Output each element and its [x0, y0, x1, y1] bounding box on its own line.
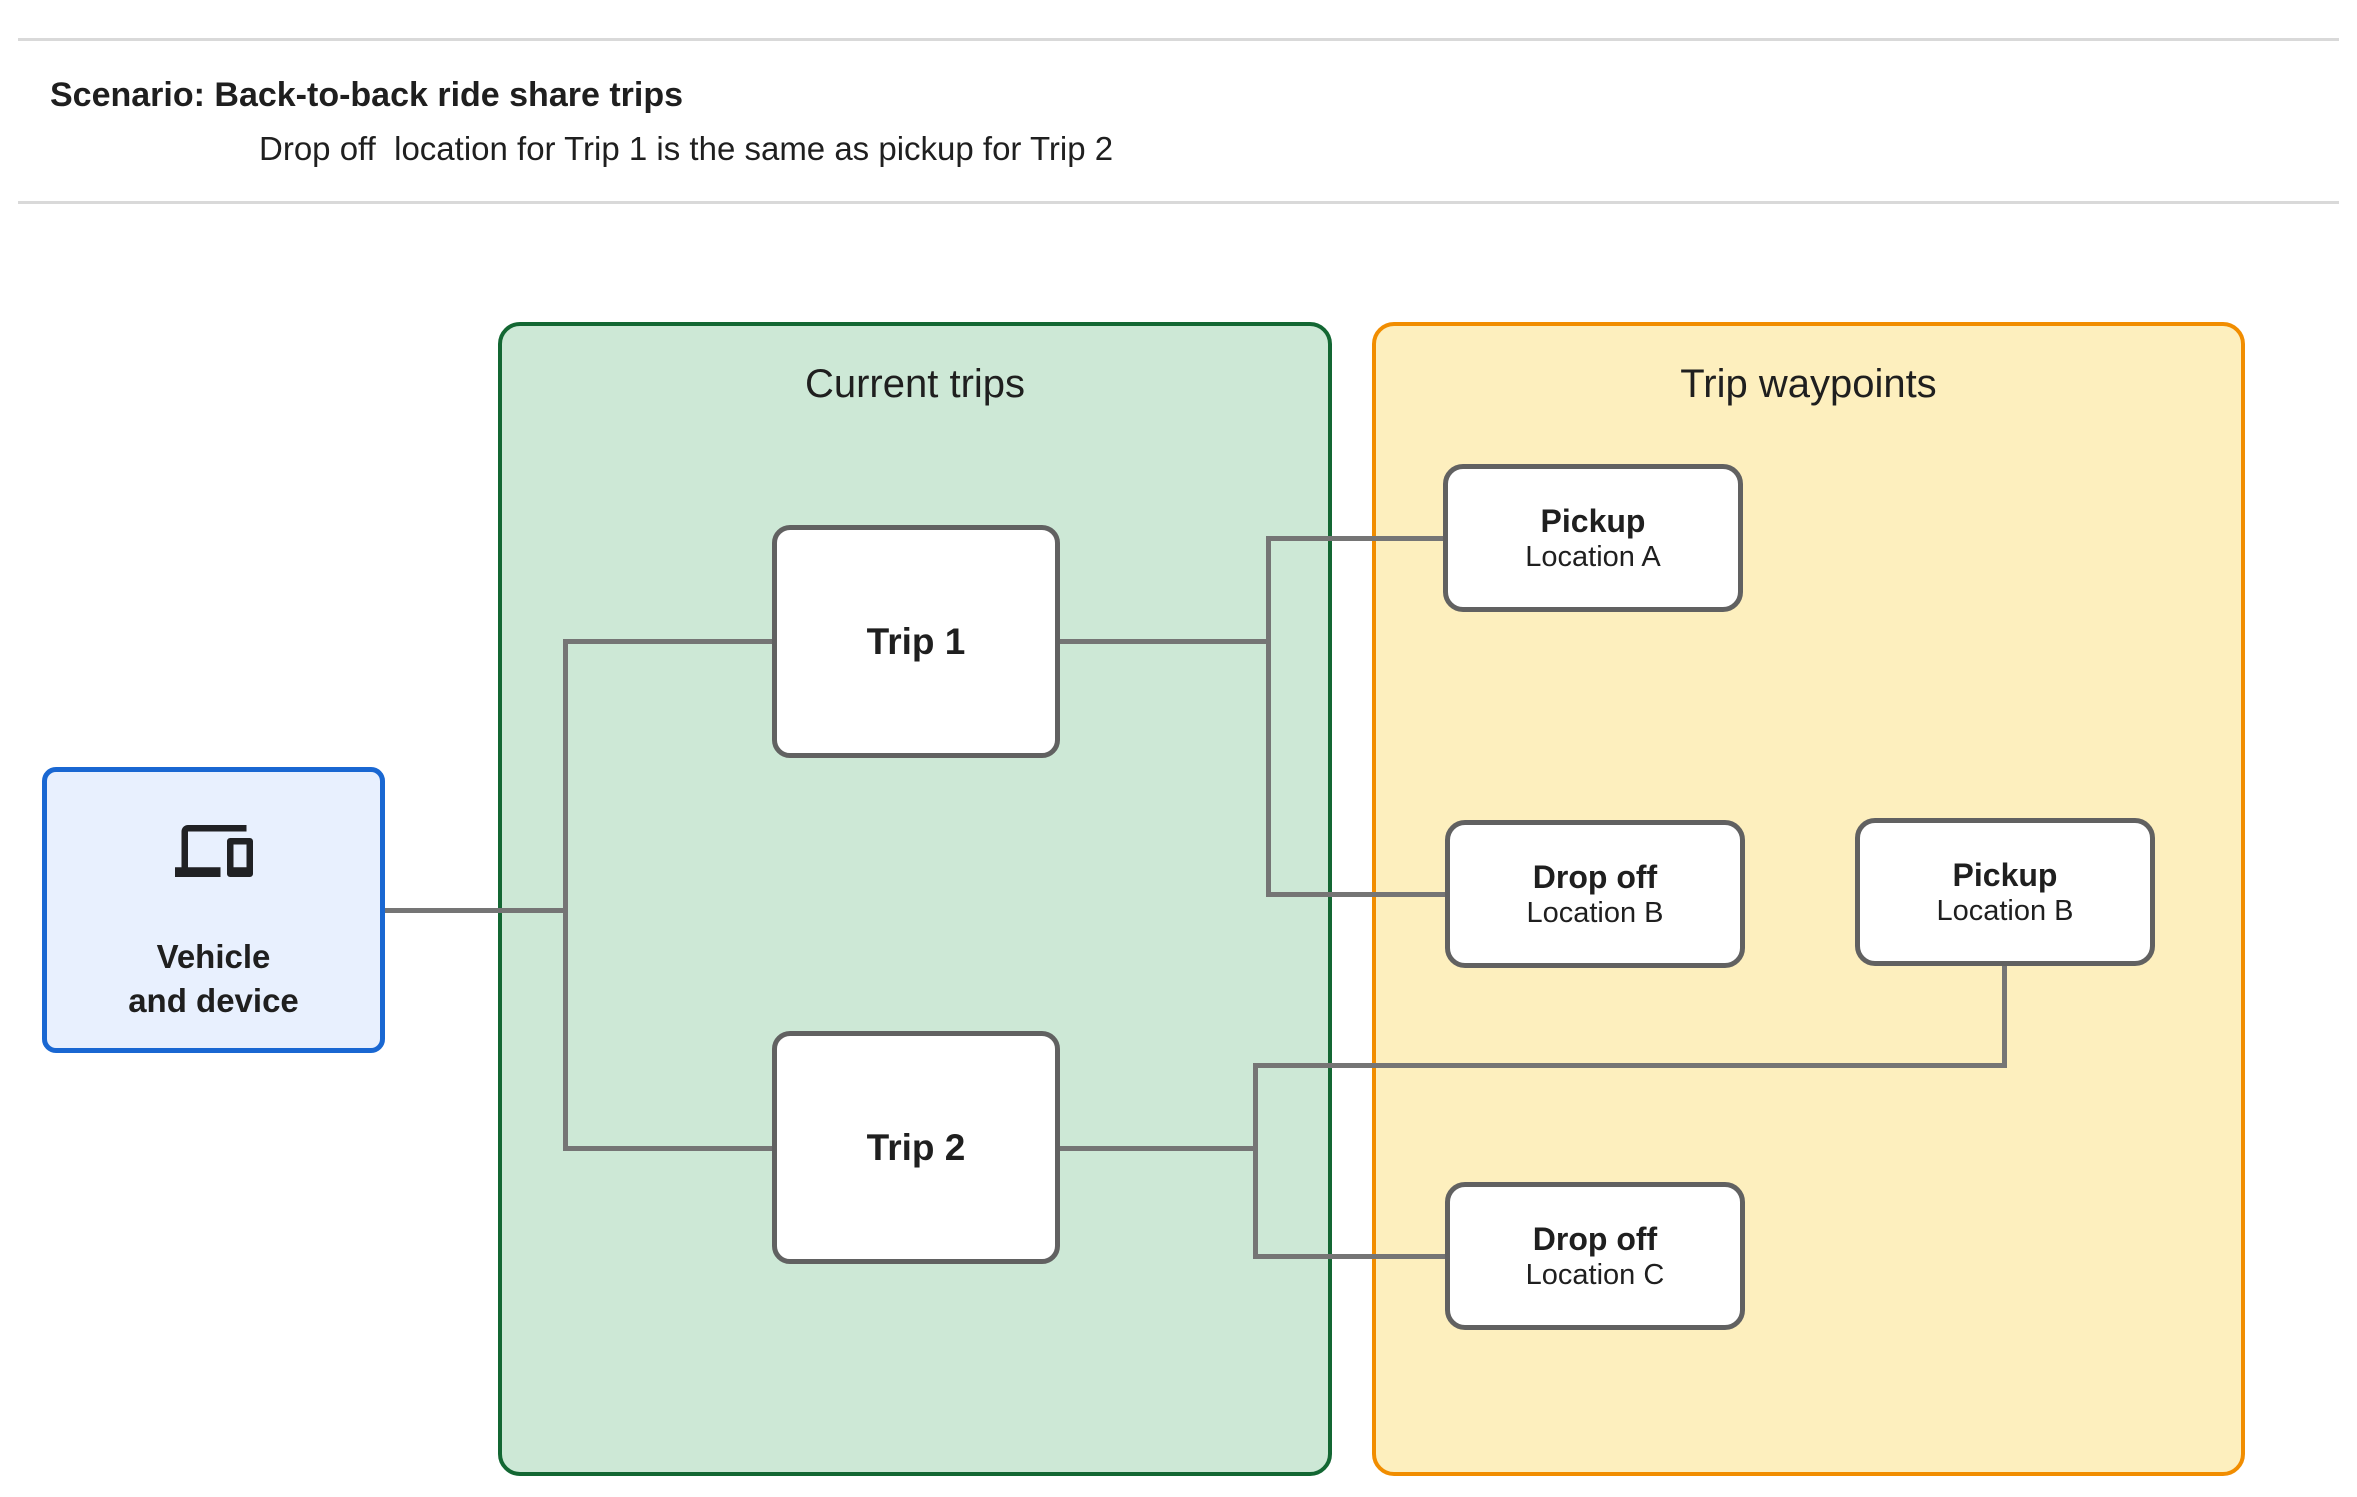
- waypoint-title: Drop off: [1532, 858, 1658, 895]
- vehicle-and-device-node: Vehicle and device: [42, 767, 385, 1053]
- connector-pickup-b-down: [2002, 962, 2007, 1068]
- devices-icon: [174, 825, 253, 877]
- vehicle-node-label-line1: Vehicle: [156, 937, 271, 975]
- waypoint-title: Pickup: [1952, 856, 2058, 893]
- connector-left-trunk: [563, 639, 568, 1151]
- waypoint-dropoff-location-b: Drop off Location B: [1445, 820, 1745, 968]
- header-divider-bottom: [18, 201, 2339, 204]
- current-trips-panel: Current trips: [498, 322, 1332, 1476]
- connector-to-trip1: [563, 639, 772, 644]
- page-title: Scenario: Back-to-back ride share trips: [50, 76, 684, 114]
- trip-waypoints-panel-title: Trip waypoints: [1680, 362, 1937, 406]
- connector-trip2-to-dropoff-c: [1253, 1254, 1445, 1259]
- waypoint-subtitle: Location A: [1525, 540, 1661, 573]
- connector-trip1-out: [1060, 639, 1270, 644]
- waypoint-pickup-location-a: Pickup Location A: [1443, 464, 1743, 612]
- connector-trip1-to-pickup-a: [1266, 536, 1443, 541]
- current-trips-panel-title: Current trips: [804, 362, 1026, 406]
- waypoint-dropoff-location-c: Drop off Location C: [1445, 1182, 1745, 1330]
- waypoint-title: Pickup: [1540, 502, 1646, 539]
- connector-to-trip2: [563, 1146, 772, 1151]
- header-divider-top: [18, 38, 2339, 41]
- trip2-node-label: Trip 2: [866, 1126, 966, 1168]
- waypoint-subtitle: Location B: [1526, 896, 1664, 929]
- waypoint-title: Drop off: [1532, 1220, 1658, 1257]
- waypoint-pickup-location-b: Pickup Location B: [1855, 818, 2155, 966]
- connector-trip1-to-dropoff-b: [1266, 892, 1445, 897]
- connector-vehicle-out: [385, 908, 567, 913]
- vehicle-node-label-line2: and device: [128, 982, 299, 1020]
- waypoint-subtitle: Location B: [1936, 894, 2074, 927]
- waypoint-subtitle: Location C: [1525, 1258, 1665, 1291]
- page-subtitle: Drop off location for Trip 1 is the same…: [259, 130, 1114, 167]
- connector-trip2-out: [1060, 1146, 1257, 1151]
- connector-trip2-to-pickup-b: [1253, 1063, 2007, 1068]
- trip2-node: Trip 2: [772, 1031, 1060, 1264]
- trip1-node: Trip 1: [772, 525, 1060, 758]
- trip1-node-label: Trip 1: [866, 620, 966, 662]
- connector-trip1-trunk: [1266, 536, 1271, 897]
- vehicle-node-label: Vehicle and device: [47, 935, 380, 1024]
- connector-trip2-trunk: [1253, 1063, 1258, 1259]
